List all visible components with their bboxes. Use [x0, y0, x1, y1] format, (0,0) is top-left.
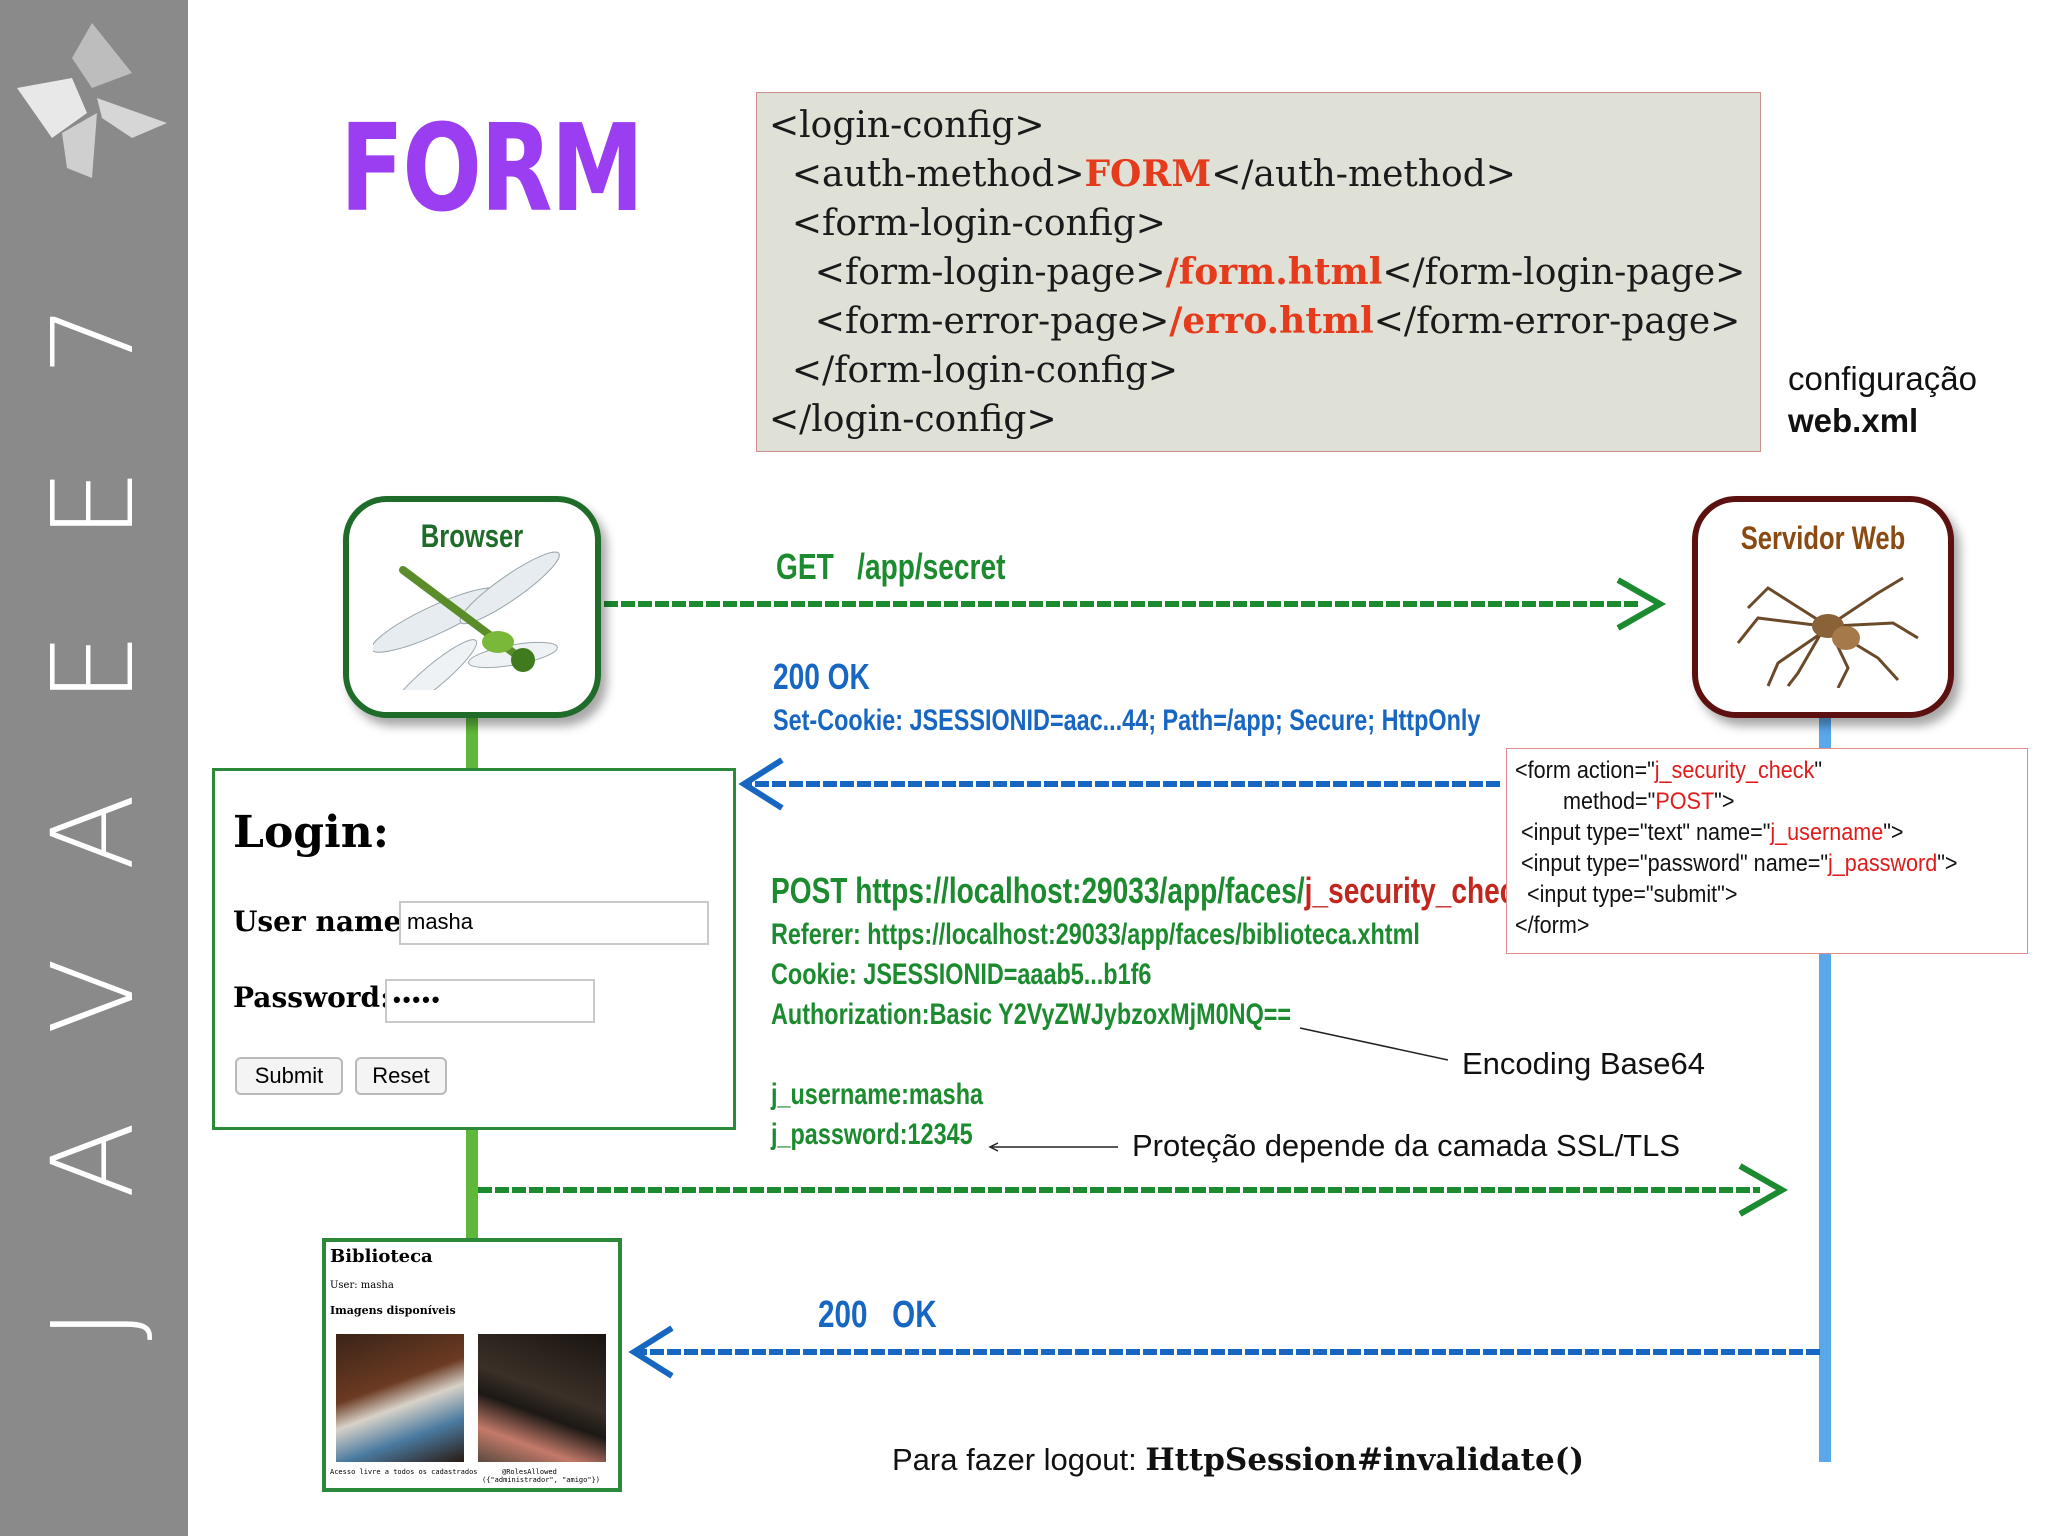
biblioteca-caption-right-1: @RolesAllowed	[502, 1468, 557, 1476]
sidebar: J A V A E E 7	[0, 0, 188, 1536]
config-caption: configuração web.xml	[1788, 358, 1977, 442]
user-name-input[interactable]: masha	[399, 901, 709, 945]
form-code-box: <form action="j_security_check" method="…	[1506, 748, 2028, 954]
sidebar-letter: J	[29, 1307, 159, 1341]
xml-line: <form-login-config>	[769, 203, 1166, 244]
form-code-line: <input type="text" name="j_username">	[1515, 819, 1904, 846]
resp2-status: 200 OK	[818, 1294, 937, 1336]
resp1-status: 200 OK	[773, 656, 870, 697]
xml-line: <login-config>	[769, 105, 1045, 146]
post-password: j_password:12345	[771, 1118, 973, 1151]
sidebar-letter: E	[29, 468, 159, 540]
xml-line: </form-login-config>	[769, 350, 1179, 391]
login-heading: Login:	[233, 807, 389, 858]
login-form-screenshot: Login: User name: masha Password: ••••• …	[212, 768, 736, 1130]
post-target: j_security_check	[1304, 870, 1532, 911]
xml-line: <form-login-page>/form.html</form-login-…	[769, 251, 1746, 293]
server-label: Servidor Web	[1740, 520, 1906, 556]
xml-line: </login-config>	[769, 399, 1057, 440]
logout-code: HttpSession#invalidate()	[1145, 1442, 1585, 1478]
post-username: j_username:masha	[771, 1078, 984, 1111]
biblioteca-caption-right-2: ({"administrador", "amigo"})	[482, 1476, 601, 1484]
post-arrow-head	[1738, 1163, 1789, 1217]
biblioteca-subtitle: Imagens disponíveis	[330, 1304, 456, 1317]
get-method: GET	[776, 546, 834, 587]
spider-icon	[1736, 576, 1919, 688]
post-request-line: POST https://localhost:29033/app/faces/j…	[771, 870, 1532, 911]
config-caption-line: configuração	[1788, 360, 1977, 397]
get-request: GET /app/secret	[776, 546, 1005, 588]
form-code-line: </form>	[1515, 912, 1590, 939]
server-node: Servidor Web	[1692, 496, 1954, 718]
user-name-label: User name:	[233, 905, 412, 938]
form-code-line: method="POST">	[1515, 788, 1735, 815]
browser-node: Browser	[343, 496, 601, 718]
encoding-note: Encoding Base64	[1462, 1046, 1706, 1081]
sidebar-letter: E	[29, 632, 159, 704]
form-code-line: <form action="j_security_check"	[1515, 757, 1823, 784]
post-referer: Referer: https://localhost:29033/app/fac…	[771, 918, 1420, 951]
biblioteca-image-left	[336, 1334, 464, 1462]
biblioteca-image-right	[478, 1334, 606, 1462]
password-input[interactable]: •••••	[385, 979, 595, 1023]
resp2-arrow-head	[628, 1325, 674, 1379]
logout-note: Para fazer logout: HttpSession#invalidat…	[892, 1442, 1584, 1478]
reset-button[interactable]: Reset	[355, 1057, 447, 1095]
xml-line: <form-error-page>/erro.html</form-error-…	[769, 300, 1741, 342]
protection-note: Proteção depende da camada SSL/TLS	[1132, 1128, 1681, 1163]
encoding-pointer	[1299, 1027, 1449, 1061]
dragonfly-icon	[373, 551, 560, 690]
sidebar-letter: A	[29, 793, 159, 871]
post-cookie: Cookie: JSESSIONID=aaab5...b1f6	[771, 958, 1152, 991]
logout-prefix: Para fazer logout:	[892, 1442, 1146, 1477]
xml-line: <auth-method>FORM</auth-method>	[769, 153, 1516, 195]
biblioteca-caption-left: Acesso livre a todos os cadastrados	[330, 1468, 478, 1476]
biblioteca-title: Biblioteca	[330, 1246, 433, 1267]
form-code-line: <input type="submit">	[1515, 881, 1738, 908]
sidebar-letter: V	[29, 957, 159, 1035]
sidebar-letter: 7	[29, 304, 159, 376]
password-label: Password:	[233, 981, 391, 1014]
resp1-arrow-head	[738, 757, 784, 811]
post-auth: Authorization:Basic Y2VyZWJybzoxMjM0NQ==	[771, 998, 1292, 1031]
get-path: /app/secret	[857, 546, 1006, 587]
xml-config-box: <login-config> <auth-method>FORM</auth-m…	[756, 92, 1761, 452]
resp1-header: Set-Cookie: JSESSIONID=aac...44; Path=/a…	[773, 704, 1481, 737]
form-code-line: <input type="password" name="j_password"…	[1515, 850, 1958, 877]
browser-label: Browser	[420, 518, 524, 554]
config-caption-file: web.xml	[1788, 402, 1919, 439]
submit-button[interactable]: Submit	[235, 1057, 343, 1095]
page-title: FORM	[340, 100, 644, 239]
javaee-logo-icon	[17, 23, 167, 178]
biblioteca-screenshot: Biblioteca User: masha Imagens disponíve…	[322, 1238, 622, 1492]
get-arrow-head	[1616, 577, 1667, 631]
sidebar-letter: A	[29, 1121, 159, 1199]
biblioteca-user: User: masha	[330, 1280, 394, 1291]
